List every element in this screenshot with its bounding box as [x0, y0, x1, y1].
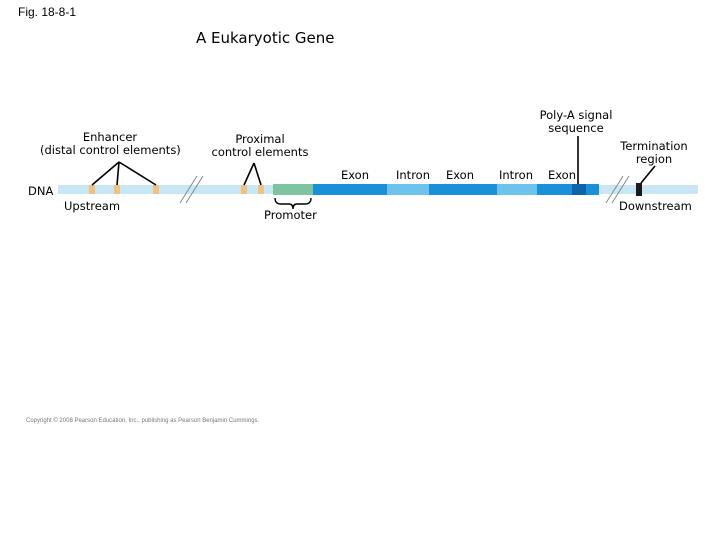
exon-3-label: Exon [547, 168, 577, 182]
enhancer-pointer-1 [91, 161, 120, 186]
dna-break-1 [179, 175, 204, 204]
promoter-region [273, 184, 313, 195]
proximal-label-line1: Proximal [235, 132, 285, 146]
polya-label-line1: Poly-A signal [539, 108, 613, 122]
exon-1-region [313, 184, 387, 195]
figure-label: Fig. 18-8-1 [18, 5, 77, 19]
copyright-notice: Copyright © 2008 Pearson Education, Inc.… [26, 418, 260, 424]
dna-label: DNA [28, 184, 54, 198]
dna-break-2 [605, 175, 630, 204]
proximal-label: Proximal control elements [205, 133, 315, 159]
exon-3-region [537, 184, 599, 195]
proximal-element-1 [241, 185, 247, 194]
intron-1-label: Intron [396, 168, 430, 182]
enhancer-label: Enhancer (distal control elements) [40, 130, 181, 157]
promoter-brace [274, 197, 312, 210]
exon-2-region [429, 184, 497, 195]
enhancer-element-2 [114, 185, 120, 194]
exon-1-label: Exon [340, 168, 370, 182]
upstream-label: Upstream [64, 199, 121, 213]
termination-label-line2: region [635, 152, 673, 166]
downstream-label: Downstream [619, 199, 692, 213]
enhancer-label-line1: Enhancer [82, 130, 138, 144]
promoter-label: Promoter [264, 208, 317, 222]
enhancer-pointer-3 [118, 161, 157, 186]
intron-1-region [387, 184, 429, 195]
termination-label-line1: Termination [620, 139, 688, 153]
exon-2-label: Exon [445, 168, 475, 182]
polya-label-line2: sequence [548, 121, 604, 135]
intron-2-region [497, 184, 537, 195]
enhancer-element-3 [153, 185, 159, 194]
termination-pointer [640, 165, 656, 184]
enhancer-label-line2: (distal control elements) [40, 143, 181, 157]
polya-signal-region [572, 184, 586, 195]
proximal-label-line2: control elements [211, 145, 309, 159]
polya-label: Poly-A signal sequence [526, 109, 626, 135]
proximal-pointer-1 [243, 162, 255, 186]
pointer-lines [91, 136, 656, 186]
proximal-pointer-2 [253, 162, 262, 186]
proximal-element-2 [258, 185, 264, 194]
diagram-title: A Eukaryotic Gene [196, 29, 335, 47]
termination-label: Termination region [614, 140, 694, 166]
termination-region [636, 183, 642, 196]
enhancer-element-1 [89, 185, 95, 194]
enhancer-pointer-2 [116, 161, 120, 186]
intron-2-label: Intron [499, 168, 533, 182]
